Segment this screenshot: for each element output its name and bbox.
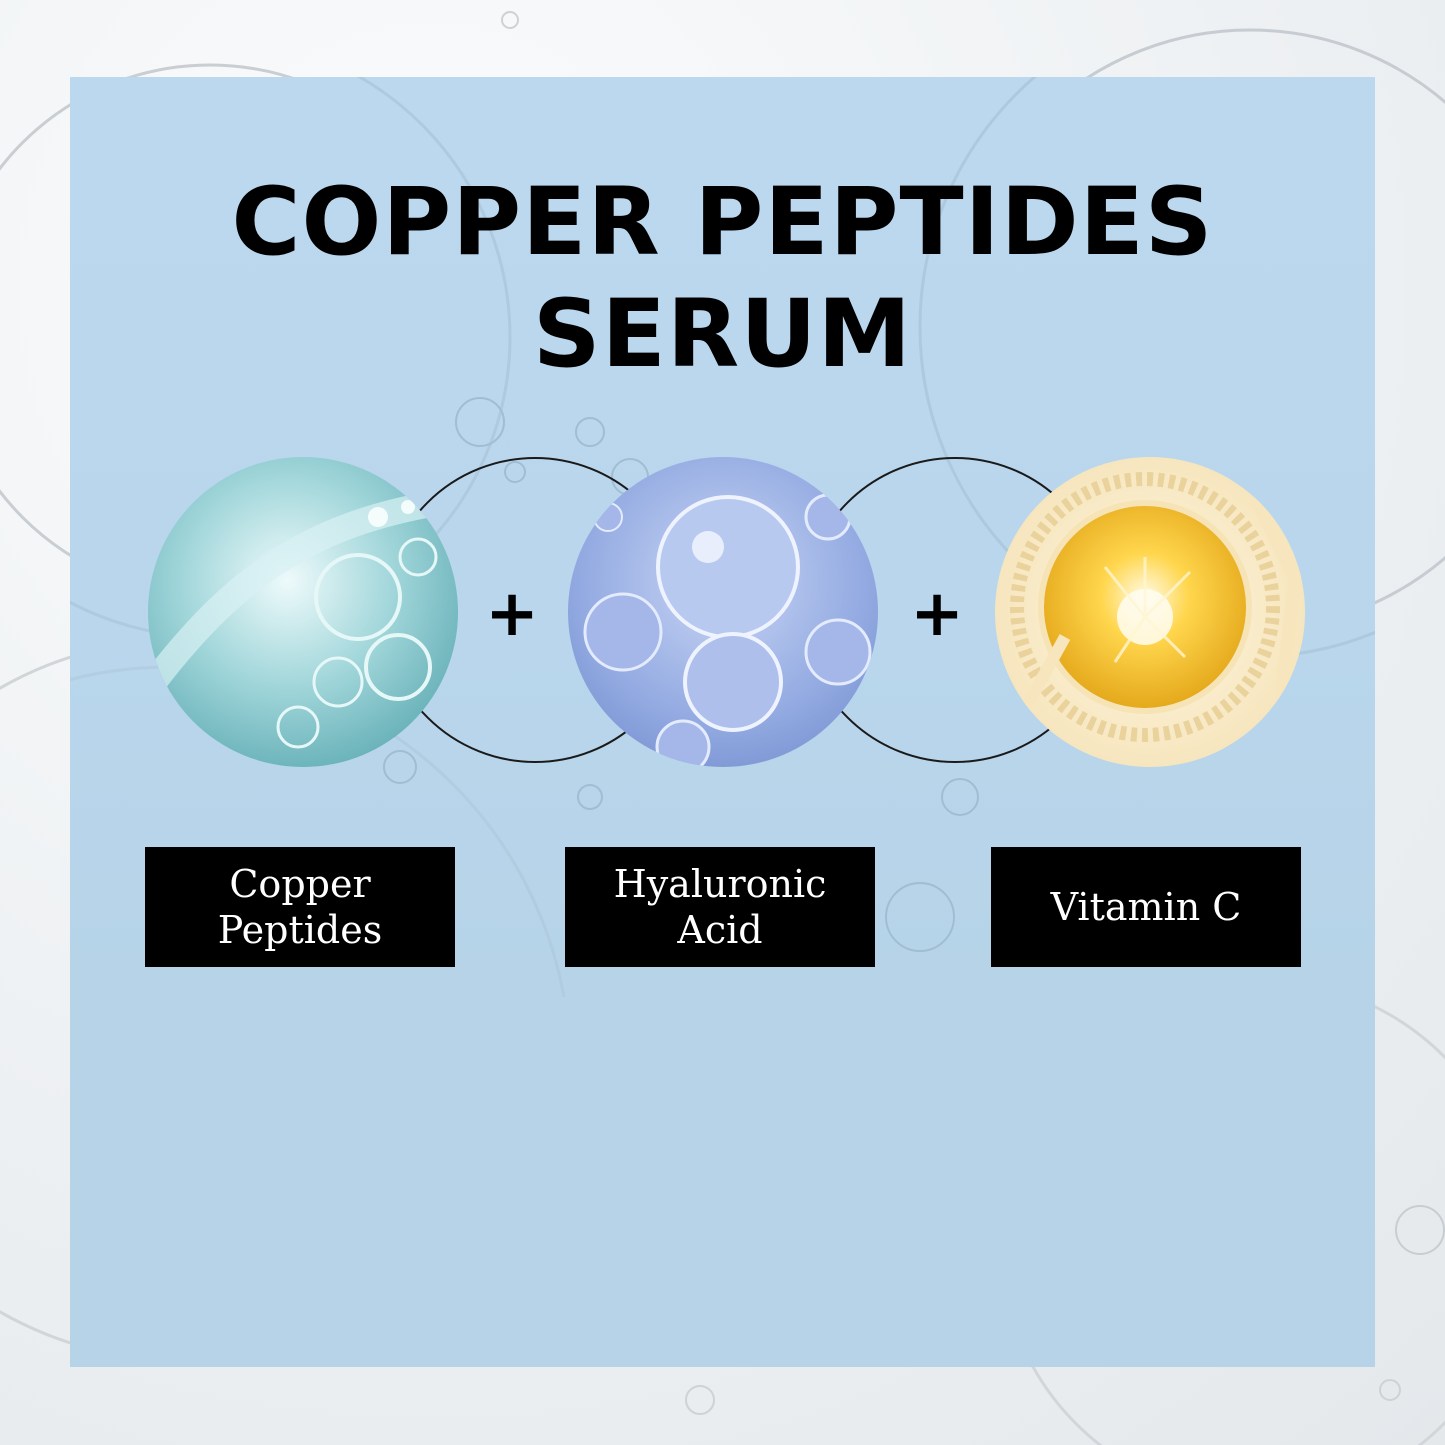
plus-sign-2: + [910, 577, 964, 651]
copper-peptides-image [148, 457, 458, 767]
plus-sign-1: + [485, 577, 539, 651]
vitamin-c-image [995, 457, 1305, 767]
page-title: COPPER PEPTIDES SERUM [70, 167, 1375, 391]
title-line-2: SERUM [532, 280, 913, 389]
label-copper-peptides: Copper Peptides [145, 847, 455, 967]
hyaluronic-acid-image [568, 457, 878, 767]
content-panel: COPPER PEPTIDES SERUM + [70, 77, 1375, 1367]
label-hyaluronic-acid: Hyaluronic Acid [565, 847, 875, 967]
title-line-1: COPPER PEPTIDES [231, 168, 1214, 277]
label-vitamin-c: Vitamin C [991, 847, 1301, 967]
